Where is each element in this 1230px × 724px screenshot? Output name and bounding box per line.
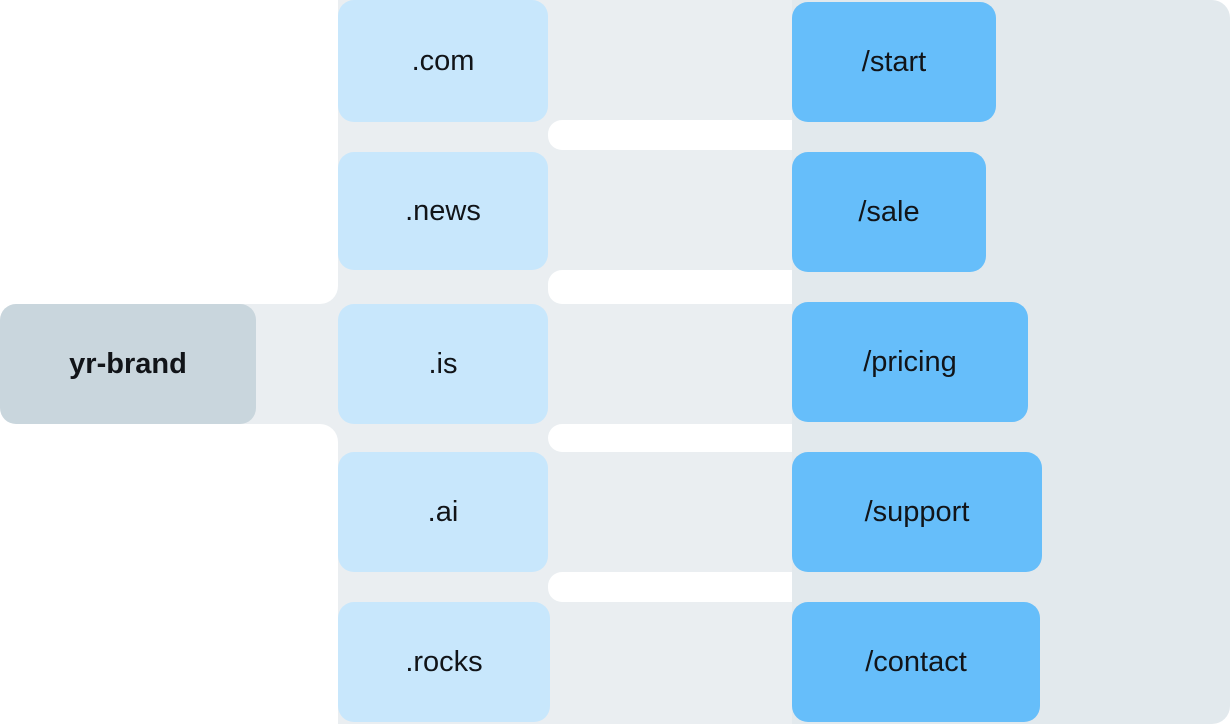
row-separator xyxy=(548,424,792,452)
row-separator xyxy=(548,120,792,150)
brand-node: yr-brand xyxy=(0,304,256,424)
path-node-contact: /contact xyxy=(792,602,1040,722)
domain-node-is: .is xyxy=(338,304,548,424)
row-separator xyxy=(548,270,792,304)
band-mask-top xyxy=(320,0,338,304)
path-node-pricing: /pricing xyxy=(792,302,1028,422)
path-node-sale: /sale xyxy=(792,152,986,272)
domain-node-ai: .ai xyxy=(338,452,548,572)
band-mask-bottom xyxy=(320,424,338,724)
domain-node-com: .com xyxy=(338,0,548,122)
path-node-start: /start xyxy=(792,2,996,122)
path-node-support: /support xyxy=(792,452,1042,572)
domain-node-rocks: .rocks xyxy=(338,602,550,722)
domain-node-news: .news xyxy=(338,152,548,270)
row-separator xyxy=(548,572,792,602)
